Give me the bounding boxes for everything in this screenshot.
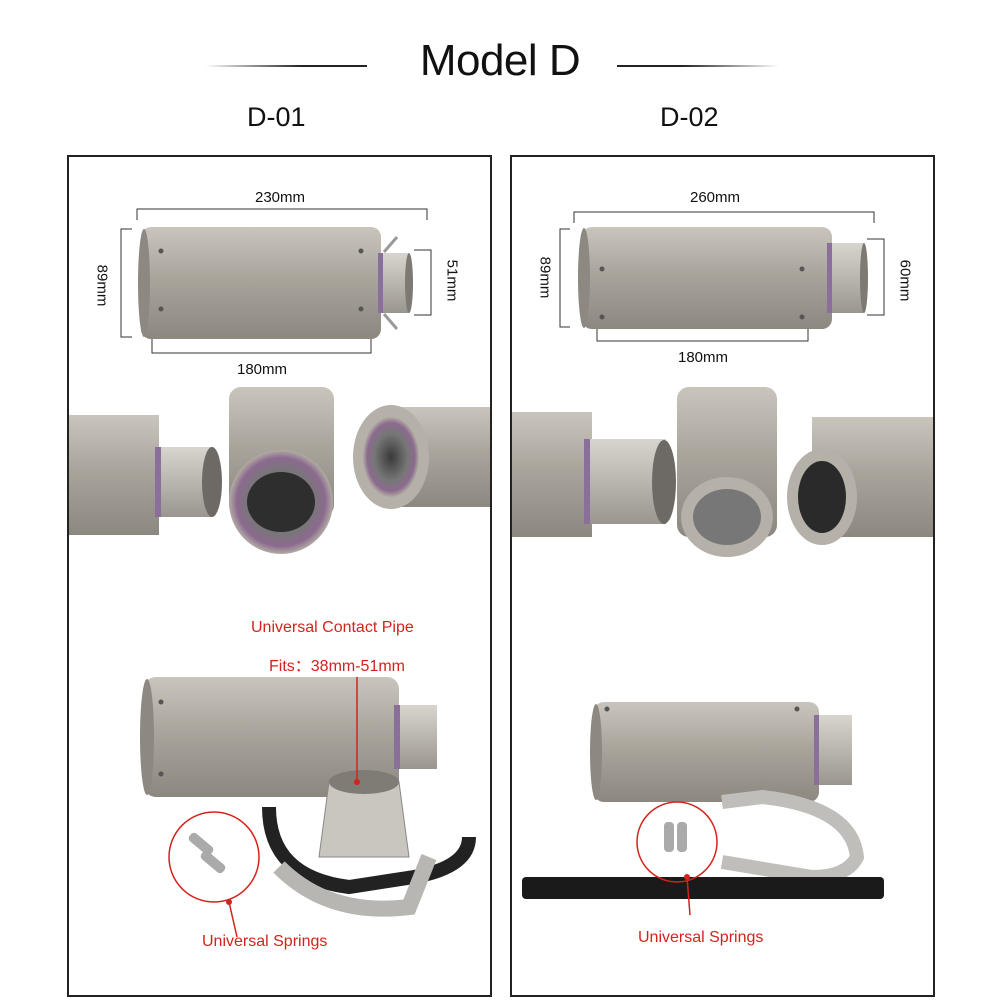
d02-muffler-top	[578, 227, 868, 329]
d01-pipe-title: Universal Contact Pipe	[251, 619, 414, 636]
d02-dimension-lines	[559, 211, 885, 342]
d02-accessories	[522, 702, 884, 916]
d01-inlet: 51mm	[443, 259, 461, 302]
panel-d01: 230mm 180mm 89mm 51mm Universal Contact …	[67, 155, 492, 997]
d01-total-length: 230mm	[255, 189, 306, 206]
d01-diameter: 89mm	[93, 264, 111, 307]
title-divider-right	[617, 65, 779, 67]
model-label-d02: D-02	[660, 102, 719, 132]
d02-diameter: 89mm	[536, 256, 554, 299]
d02-springs-label: Universal Springs	[638, 929, 764, 946]
d01-dimension-lines	[120, 208, 432, 354]
d01-body-length: 180mm	[237, 361, 288, 378]
d02-inlet: 60mm	[896, 259, 914, 302]
d02-body-length: 180mm	[678, 349, 729, 366]
d01-pipe-fits: Fits：38mm-51mm	[269, 658, 406, 675]
d01-springs-label: Universal Springs	[202, 933, 328, 950]
d01-muffler-top	[138, 227, 413, 339]
d01-accessories	[140, 677, 476, 938]
title-divider-left	[205, 65, 367, 67]
d01-detail-views	[69, 387, 490, 554]
d01-illustration	[69, 208, 490, 938]
panel-d02: 260mm 180mm 89mm 60mm Universal Springs	[510, 155, 935, 997]
model-label-d01: D-01	[247, 102, 306, 132]
d02-illustration	[512, 211, 933, 916]
d02-total-length: 260mm	[690, 189, 741, 206]
page-title: Model D	[419, 36, 581, 85]
d02-detail-views	[512, 387, 933, 557]
